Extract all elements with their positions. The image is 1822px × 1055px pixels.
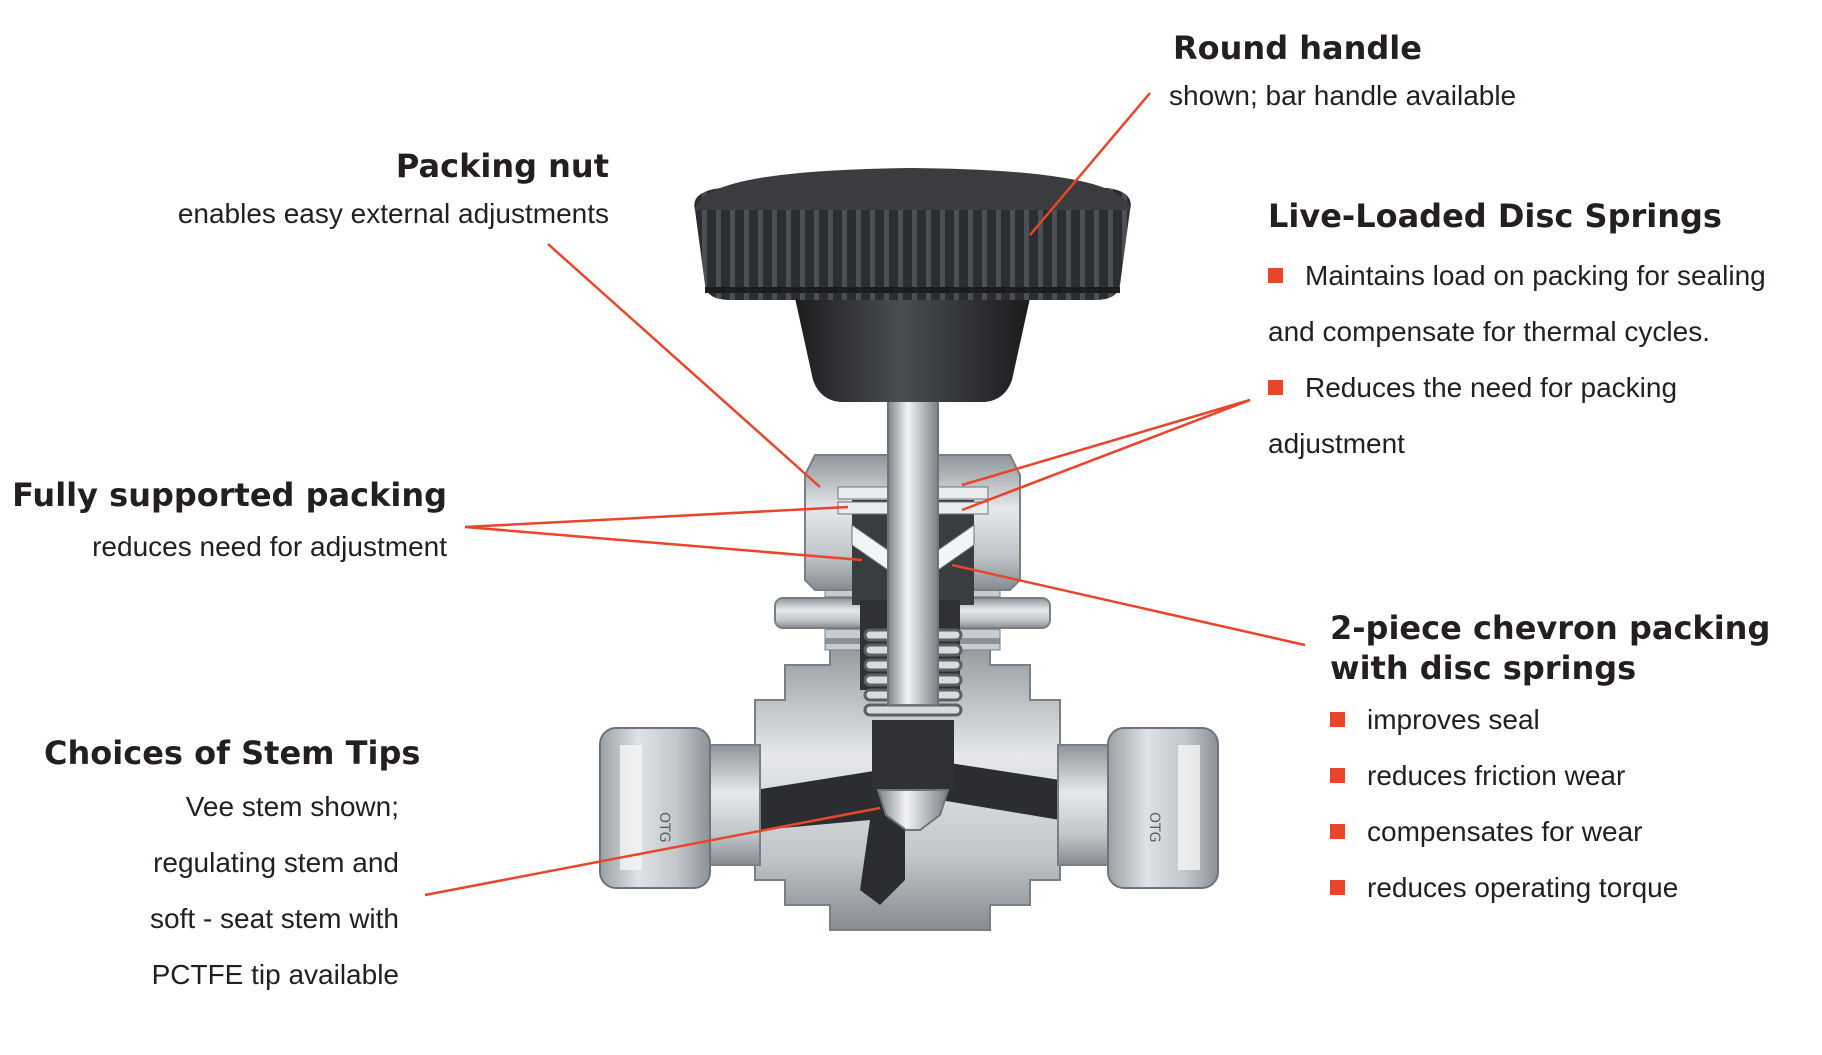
callout-chevron-packing: 2-piece chevron packing with disc spring…: [1330, 608, 1770, 916]
leader-round-handle: [1029, 92, 1151, 236]
leader-supported-packing-top: [464, 505, 849, 529]
fully-supported-desc: reduces need for adjustment: [92, 531, 447, 562]
left-nut-marking: OTG: [656, 812, 672, 842]
leader-disc-springs-top: [961, 398, 1251, 487]
chevron-title-line-2: with disc springs: [1330, 649, 1637, 687]
leader-disc-springs-bottom: [961, 398, 1251, 512]
leader-stem-tips: [424, 806, 881, 897]
stem-tips-line-1: Vee stem shown;: [185, 791, 399, 822]
list-item: improves seal: [1330, 692, 1770, 748]
left-tube-fitting: OTG: [599, 727, 761, 889]
live-loaded-line-4: adjustment: [1268, 428, 1405, 459]
round-handle: [694, 168, 1131, 402]
callout-packing-nut: Packing nut enables easy external adjust…: [178, 146, 609, 234]
fully-supported-title: Fully supported packing: [12, 476, 447, 514]
square-bullet-icon: [1330, 768, 1345, 783]
leader-packing-nut: [547, 243, 821, 488]
live-loaded-line-1: Maintains load on packing for sealing: [1305, 260, 1766, 291]
live-loaded-title: Live-Loaded Disc Springs: [1268, 197, 1722, 235]
valve-stem: [887, 384, 939, 706]
leader-supported-packing-bottom: [464, 525, 863, 562]
right-tube-fitting: OTG: [1057, 727, 1219, 889]
stem-tips-line-3: soft - seat stem with: [150, 903, 399, 934]
list-item: reduces operating torque: [1330, 860, 1770, 916]
callout-round-handle: Round handle shown; bar handle available: [1169, 28, 1516, 116]
round-handle-title: Round handle: [1173, 29, 1422, 67]
right-nut-marking: OTG: [1146, 812, 1162, 842]
square-bullet-icon: [1330, 712, 1345, 727]
stem-tips-title: Choices of Stem Tips: [44, 734, 421, 772]
live-loaded-line-2: and compensate for thermal cycles.: [1268, 316, 1710, 347]
round-handle-desc: shown; bar handle available: [1169, 80, 1517, 111]
stem-tips-line-4: PCTFE tip available: [151, 959, 399, 990]
chevron-title-line-1: 2-piece chevron packing: [1330, 609, 1771, 647]
list-item: reduces friction wear: [1330, 748, 1770, 804]
square-bullet-icon: [1330, 824, 1345, 839]
leader-lines: [424, 92, 1306, 897]
list-item: compensates for wear: [1330, 804, 1770, 860]
square-bullet-icon: [1330, 880, 1345, 895]
callout-fully-supported-packing: Fully supported packing reduces need for…: [12, 475, 447, 567]
packing-nut-title: Packing nut: [395, 147, 609, 185]
stem-tips-line-2: regulating stem and: [153, 847, 399, 878]
live-loaded-line-3: Reduces the need for packing: [1305, 372, 1678, 403]
packing-nut-desc: enables easy external adjustments: [177, 198, 609, 229]
square-bullet-icon: [1268, 268, 1283, 283]
callout-stem-tips: Choices of Stem Tips Vee stem shown; reg…: [44, 733, 420, 1003]
leader-chevron-packing: [951, 563, 1306, 647]
chevron-benefits-list: improves seal reduces friction wear comp…: [1330, 692, 1770, 916]
square-bullet-icon: [1268, 380, 1283, 395]
callout-live-loaded-disc-springs: Live-Loaded Disc Springs Maintains load …: [1268, 196, 1766, 472]
